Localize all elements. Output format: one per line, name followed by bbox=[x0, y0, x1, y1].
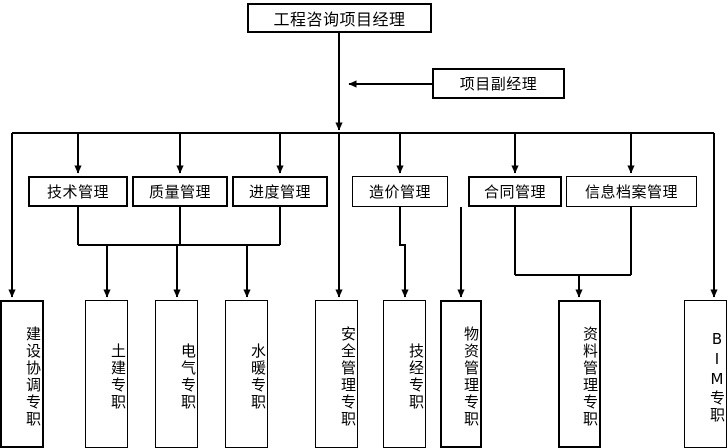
node-dept-cost[interactable]: 造价管理 bbox=[352, 176, 448, 207]
node-specialist-safety[interactable]: 安全管理专职 bbox=[315, 300, 358, 448]
node-specialist-bim[interactable]: BIM专职 bbox=[684, 300, 727, 448]
node-dept-archive[interactable]: 信息档案管理 bbox=[566, 176, 697, 207]
node-deputy-manager[interactable]: 项目副经理 bbox=[432, 68, 565, 99]
node-project-manager[interactable]: 工程咨询项目经理 bbox=[247, 3, 432, 33]
edge-cost-to-economics bbox=[399, 207, 409, 298]
node-dept-schedule[interactable]: 进度管理 bbox=[232, 176, 328, 207]
node-dept-tech[interactable]: 技术管理 bbox=[28, 176, 128, 207]
node-specialist-materials[interactable]: 物资管理专职 bbox=[440, 300, 482, 448]
node-dept-contract[interactable]: 合同管理 bbox=[468, 176, 562, 207]
node-specialist-hvac[interactable]: 水暖专职 bbox=[225, 300, 268, 448]
node-specialist-civil[interactable]: 土建专职 bbox=[85, 300, 128, 448]
node-specialist-economics[interactable]: 技经专职 bbox=[383, 300, 426, 448]
node-specialist-documents[interactable]: 资料管理专职 bbox=[558, 300, 601, 448]
node-specialist-electrical[interactable]: 电气专职 bbox=[155, 300, 198, 448]
node-specialist-construction-coordination[interactable]: 建设协调专职 bbox=[0, 300, 44, 448]
node-dept-quality[interactable]: 质量管理 bbox=[132, 176, 228, 207]
